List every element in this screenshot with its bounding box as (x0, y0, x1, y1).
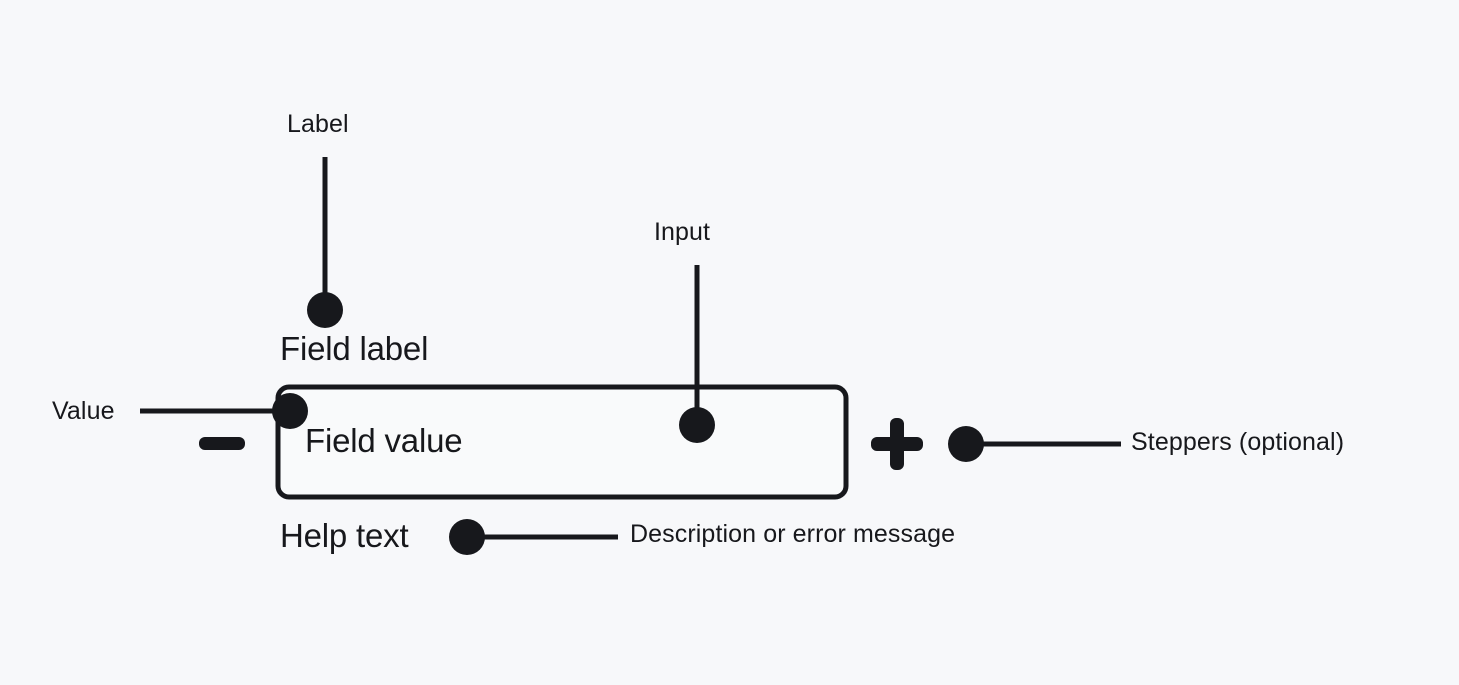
steppers-callout-dot (948, 426, 984, 462)
callout-help-message-label: Description or error message (630, 520, 956, 548)
callout-steppers-label: Steppers (optional) (1131, 428, 1345, 456)
field-label: Field label (280, 330, 429, 367)
value-callout-dot (272, 393, 308, 429)
label-callout-dot (307, 292, 343, 328)
field-value-input-text[interactable]: Field value (305, 422, 463, 459)
minus-icon[interactable] (199, 437, 245, 450)
field-help-text: Help text (280, 517, 409, 554)
callout-value-label: Value (52, 397, 115, 425)
callout-label-label: Label (287, 110, 349, 138)
plus-icon[interactable] (871, 418, 923, 470)
input-callout-dot (679, 407, 715, 443)
callout-input-label: Input (654, 218, 711, 246)
help-text-callout-dot (449, 519, 485, 555)
